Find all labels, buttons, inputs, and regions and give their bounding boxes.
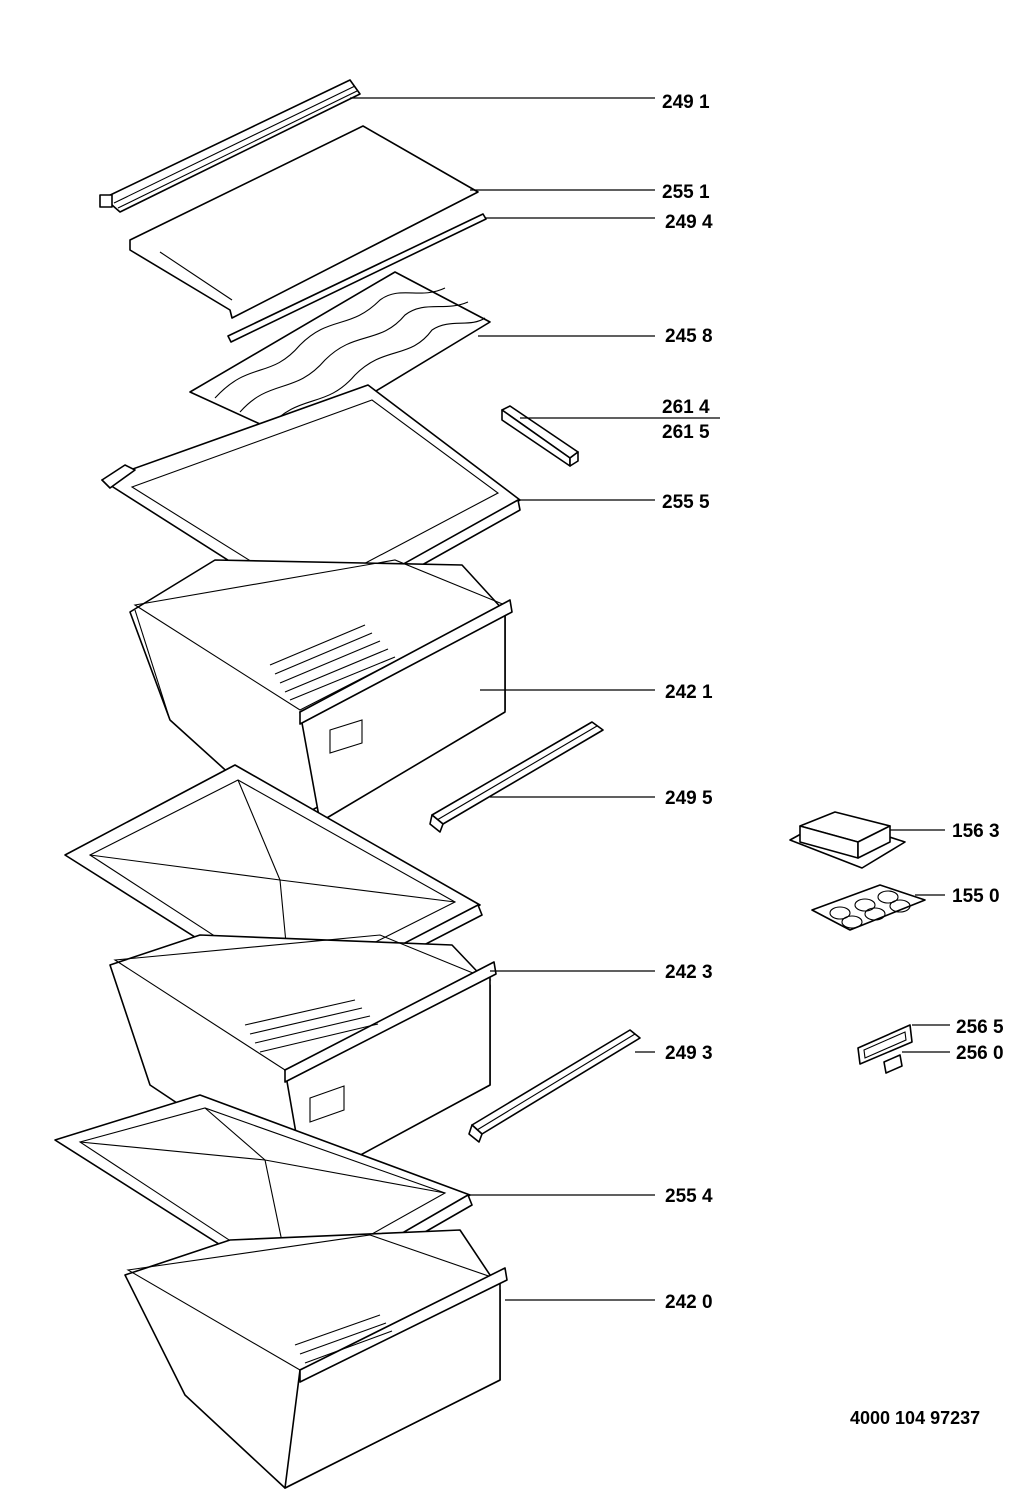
part-glass-shelf-255-1 [129,125,479,319]
callout-155-0: 155 0 [952,886,1000,907]
leader-lines [350,97,950,1301]
part-clips-256 [857,1024,913,1074]
part-bracket-261 [501,405,579,467]
callout-261-5: 261 5 [662,422,710,443]
part-egg-tray-155-0 [811,884,926,931]
callout-242-0: 242 0 [665,1292,713,1313]
part-rail-249-1 [99,79,361,213]
part-rail-249-3 [468,1029,641,1143]
callout-249-3: 249 3 [665,1043,713,1064]
callout-242-3: 242 3 [665,962,713,983]
callout-249-5: 249 5 [665,788,713,809]
callout-249-1: 249 1 [662,92,710,113]
callout-255-5: 255 5 [662,492,710,513]
document-number: 4000 104 97237 [850,1408,980,1428]
part-rail-249-5 [429,721,604,833]
callout-256-5: 256 5 [956,1017,1004,1038]
callout-249-4: 249 4 [665,212,713,233]
part-drawer-242-3 [109,934,497,1186]
callout-255-4: 255 4 [665,1186,713,1207]
callout-256-0: 256 0 [956,1043,1004,1064]
callout-242-1: 242 1 [665,682,713,703]
part-drawer-242-1 [129,559,513,825]
callout-245-8: 245 8 [665,326,713,347]
callout-labels: 249 1 255 1 249 4 245 8 261 4 261 5 255 … [662,92,1004,1428]
part-trim-249-4 [227,213,487,343]
callout-261-4: 261 4 [662,397,710,418]
callout-156-3: 156 3 [952,821,1000,842]
part-butter-dish-156-3 [789,811,906,869]
callout-255-1: 255 1 [662,182,710,203]
part-drawer-242-0 [124,1229,508,1489]
